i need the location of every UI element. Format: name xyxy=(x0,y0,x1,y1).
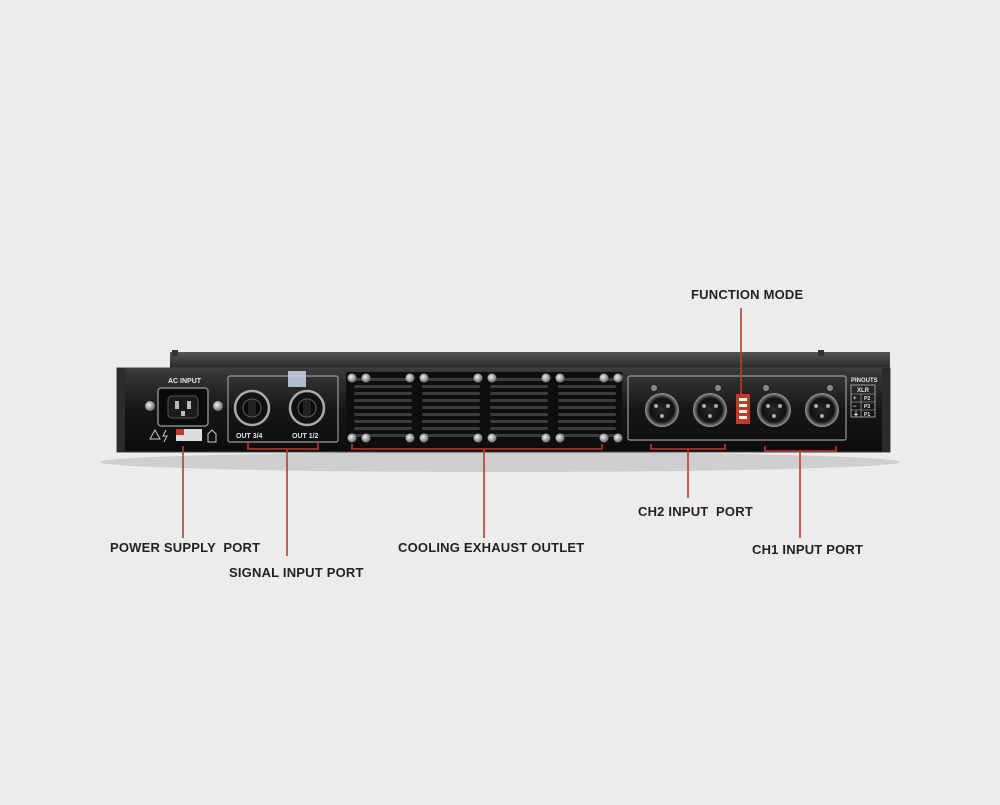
ch2-input-port-callout: CH2 INPUT PORT xyxy=(638,504,753,519)
vent-screw xyxy=(487,433,497,443)
vent-screw xyxy=(555,433,565,443)
pinout-pin-p1: P1 xyxy=(864,412,870,418)
fan-bay xyxy=(354,378,412,437)
ground-symbol-icon xyxy=(207,429,217,443)
ac-input-label: AC INPUT xyxy=(168,378,202,385)
xlr-label: XLR xyxy=(857,388,870,394)
signal-input-bracket xyxy=(247,442,319,450)
chassis-shadow xyxy=(100,452,900,472)
signal-input-port-callout: SIGNAL INPUT PORT xyxy=(229,565,364,580)
vent-screw xyxy=(599,373,609,383)
vent-screw xyxy=(419,433,429,443)
vent-screw xyxy=(347,373,357,383)
lightning-icon xyxy=(162,429,168,443)
chassis-top xyxy=(170,352,890,368)
vent-screw xyxy=(487,373,497,383)
vent-screw xyxy=(405,373,415,383)
power-supply-port-callout: POWER SUPPLY PORT xyxy=(110,540,261,555)
vent-screw xyxy=(613,373,623,383)
speakon-output-section: OUT 3/4 OUT 1/2 xyxy=(227,371,339,443)
pinout-symbol-ground: ⏚ xyxy=(853,411,859,418)
vent-screw xyxy=(599,433,609,443)
pinout-symbol-plus: + xyxy=(853,396,857,402)
ac-input-section: AC INPUT xyxy=(145,378,223,443)
vent-screw xyxy=(473,373,483,383)
vent-screw xyxy=(361,433,371,443)
vent-screw xyxy=(473,433,483,443)
ch2-xlr-input-a[interactable] xyxy=(645,393,679,427)
vent-screw xyxy=(419,373,429,383)
vent-screw xyxy=(405,433,415,443)
cooling-bracket xyxy=(351,444,603,450)
out-1-2-label: OUT 1/2 xyxy=(292,433,319,440)
leader-lines xyxy=(182,308,837,556)
xlr-input-section xyxy=(627,375,847,441)
fan-bay xyxy=(558,378,616,437)
pinout-pin-p2: P2 xyxy=(864,396,870,402)
warning-triangle-icon xyxy=(149,428,161,440)
ch1-xlr-input-b[interactable] xyxy=(805,393,839,427)
vent-screw xyxy=(613,433,623,443)
ch1-xlr-input-a[interactable] xyxy=(757,393,791,427)
fan-bay xyxy=(490,378,548,437)
ch2-xlr-input-b[interactable] xyxy=(693,393,727,427)
serial-sticker xyxy=(288,371,306,387)
cooling-exhaust-outlet-callout: COOLING EXHAUST OUTLET xyxy=(398,540,585,555)
out-3-4-label: OUT 3/4 xyxy=(236,433,263,440)
vent-screw xyxy=(541,433,551,443)
fan-bay xyxy=(422,378,480,437)
vent-screw xyxy=(541,373,551,383)
vent-screw xyxy=(347,433,357,443)
vent-screw xyxy=(555,373,565,383)
pinouts-label: PINOUTS xyxy=(851,378,878,384)
function-mode-callout: FUNCTION MODE xyxy=(691,287,804,302)
ch1-input-port-callout: CH1 INPUT PORT xyxy=(752,542,864,557)
pinout-symbol-minus: − xyxy=(853,404,857,410)
xlr-pinouts-legend: PINOUTS XLR + P2 − P3 ⏚ P1 xyxy=(850,378,878,418)
vent-screw xyxy=(361,373,371,383)
cooling-vent-grille xyxy=(346,372,623,446)
pinout-pin-p3: P3 xyxy=(864,404,870,410)
